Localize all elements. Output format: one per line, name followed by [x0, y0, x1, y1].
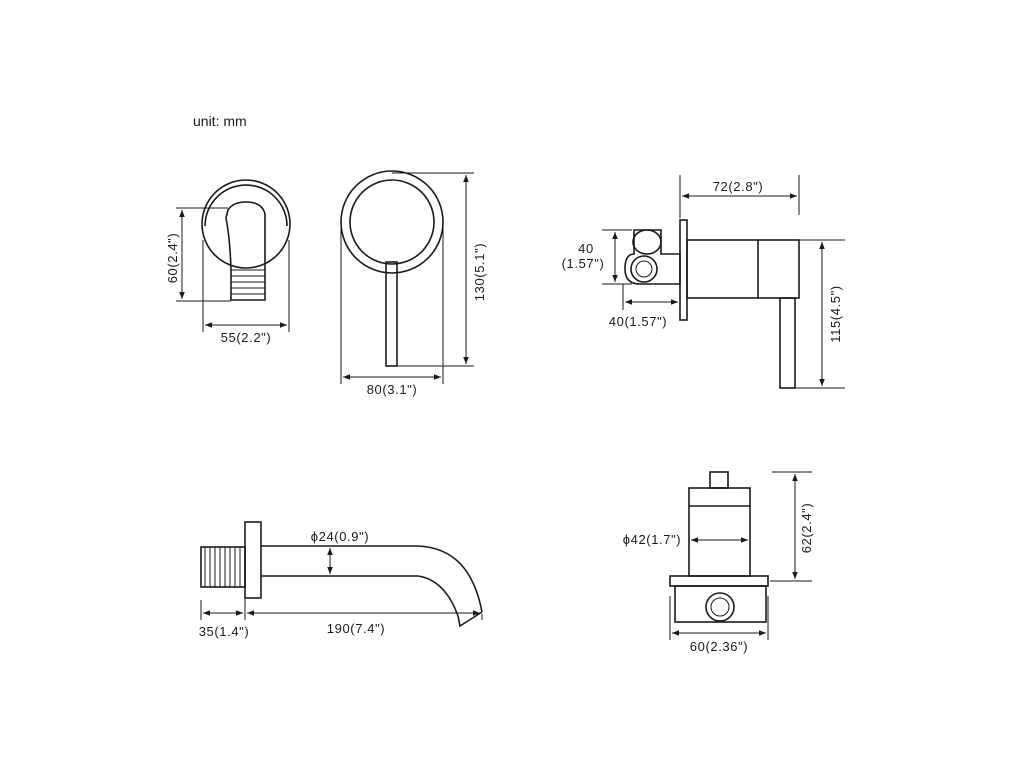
dim-inlet-height-in: (1.57"): [562, 256, 605, 271]
dim-body-diameter: ϕ42(1.7"): [623, 532, 682, 547]
dim-inlet-width: 40(1.57"): [609, 314, 667, 329]
plate-front-view: 130(5.1") 80(3.1"): [340, 170, 487, 397]
valve-side-view: 72(2.8") 40 (1.57") 40(1.57") 115(4.5"): [562, 175, 845, 389]
spout-side-view: ϕ24(0.9") 35(1.4") 190(7.4"): [199, 521, 483, 639]
dim-spout-diameter: ϕ24(0.9"): [311, 529, 370, 544]
valve-body-view: ϕ42(1.7") 62(2.4") 60(2.36"): [623, 471, 814, 654]
dim-body-height: 62(2.4"): [799, 503, 814, 554]
dim-spout-front-height: 60(2.4"): [165, 233, 180, 284]
dim-spout-length: 190(7.4"): [327, 621, 385, 636]
dim-spout-front-width: 55(2.2"): [221, 330, 272, 345]
dim-valve-depth: 72(2.8"): [713, 179, 764, 194]
dim-plate-width: 80(3.1"): [367, 382, 418, 397]
unit-label: unit: mm: [193, 113, 247, 129]
dim-spout-thread: 35(1.4"): [199, 624, 250, 639]
dim-handle-height: 115(4.5"): [828, 285, 843, 342]
dim-body-width: 60(2.36"): [690, 639, 748, 654]
dim-inlet-height: 40: [578, 241, 594, 256]
spout-front-view: 60(2.4") 55(2.2"): [165, 179, 291, 345]
dim-plate-height: 130(5.1"): [472, 243, 487, 301]
